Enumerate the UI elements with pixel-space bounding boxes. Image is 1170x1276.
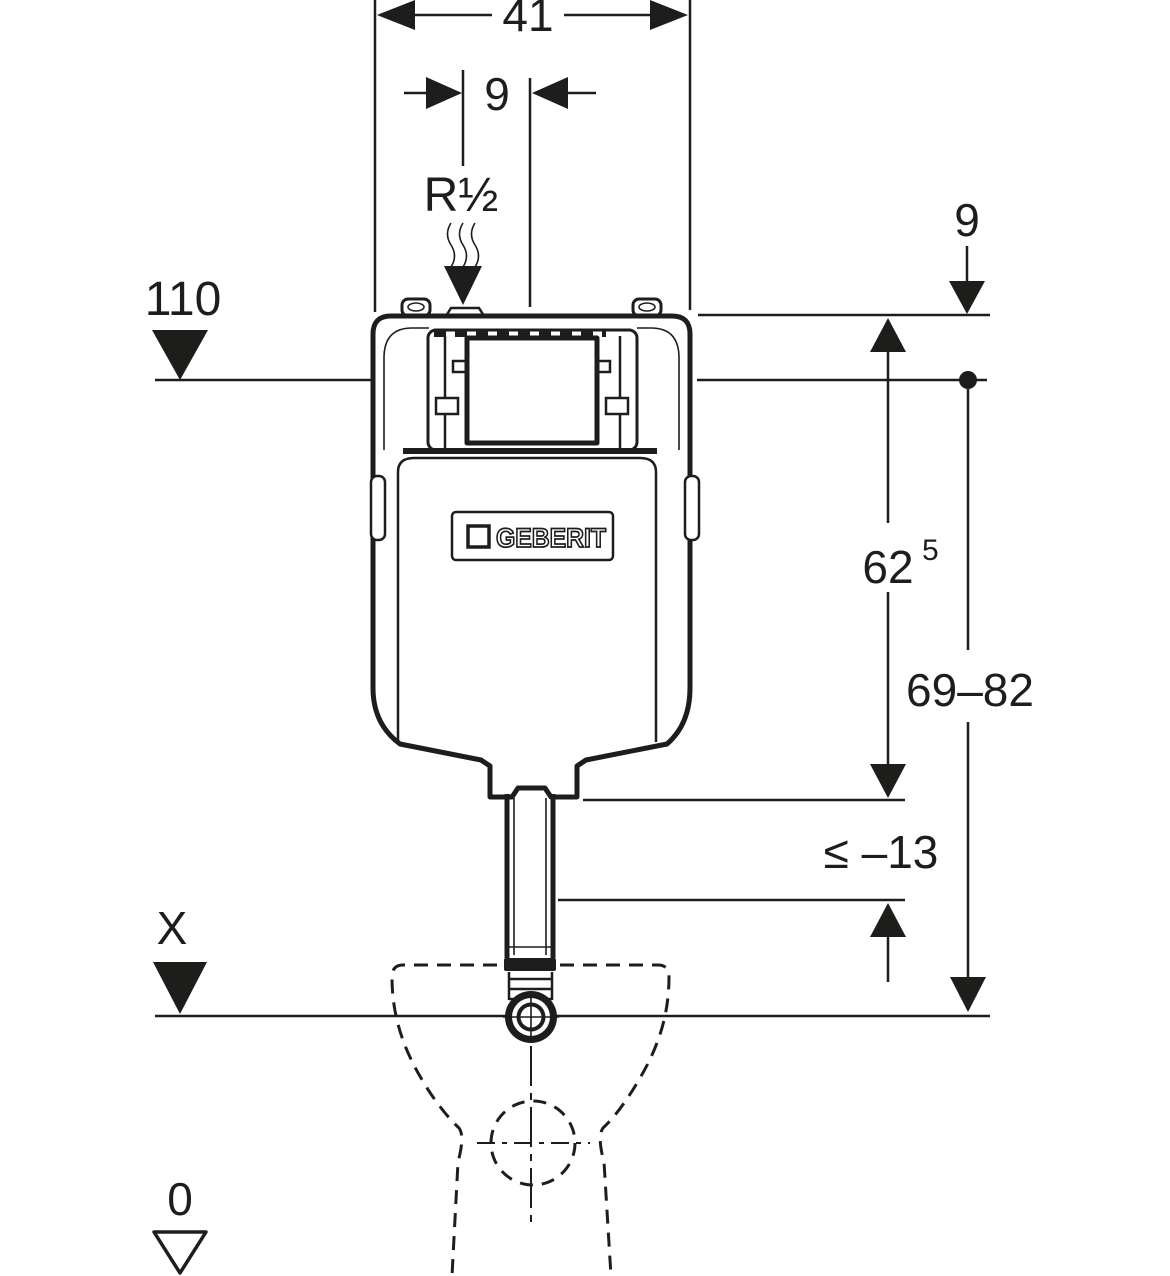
pan-left-edge [390,963,497,1276]
frame-hook-right [604,396,630,416]
wc-pan-outline [390,963,671,1276]
level-x: X [153,902,207,1014]
frame-notch-left [451,359,468,374]
level-x-label: X [157,902,188,954]
datum-dot-icon [959,371,977,389]
flush-pipe [503,794,559,1043]
mounting-tab-right [631,297,663,318]
level-0: 0 [152,1173,208,1275]
frame-hook-left [434,396,460,416]
dim-9-right-label: 9 [954,194,980,246]
brand-plate [450,510,615,562]
dim-625-sup-label: 5 [922,534,939,567]
arrowhead-up-icon [870,903,906,937]
dim-supply-offset-9: 9 [404,68,596,307]
supply-arrow-down-icon [444,266,482,305]
arrowhead-right-icon [650,0,688,30]
side-clip-left [369,474,387,542]
level-110-label: 110 [145,273,222,326]
arrowhead-down-icon [949,281,985,314]
supply-thread-label: R½ [424,169,499,222]
arrowhead-left-icon [377,0,415,30]
dim-41-label: 41 [502,0,553,41]
side-clip-right [683,474,701,542]
brand-label: GEBERIT [496,523,606,553]
pan-drain-circle [489,1099,577,1187]
dim-range-label: 69–82 [906,664,1034,716]
dim-outlet-label: ≤ –13 [824,826,939,878]
tab-slot [638,302,656,312]
pan-right-edge [560,963,671,1276]
arrowhead-right-icon [426,77,462,109]
level-marker-icon [152,330,208,380]
service-opening [464,335,600,446]
supply-connection: R½ [424,169,499,305]
dim-width-41: 41 [373,0,692,312]
arrowhead-left-icon [532,77,568,109]
water-wave-icon [446,222,456,268]
level-marker-icon [153,962,207,1014]
dims-right: 9 62 5 ≤ –13 69–82 [558,194,1034,1012]
brand-square-icon [466,524,491,549]
mounting-tab-left [400,297,432,318]
dim-9-label: 9 [484,68,510,120]
inner-line [383,327,429,450]
pipe-connector [504,958,556,971]
arrowhead-up-icon [870,318,906,352]
arrowhead-down-icon [870,764,906,798]
dim-625-label: 62 [862,541,913,593]
arrowhead-down-icon [950,977,986,1012]
level-110: 110 [145,273,675,382]
water-wave-icon [470,222,480,268]
inner-line [637,327,680,450]
tank-inner-outline [396,456,658,742]
level-0-label: 0 [167,1173,193,1225]
water-wave-icon [458,222,468,268]
tab-slot [407,302,425,312]
cistern-body: GEBERIT [369,297,701,800]
level-marker-outline-icon [152,1230,208,1275]
